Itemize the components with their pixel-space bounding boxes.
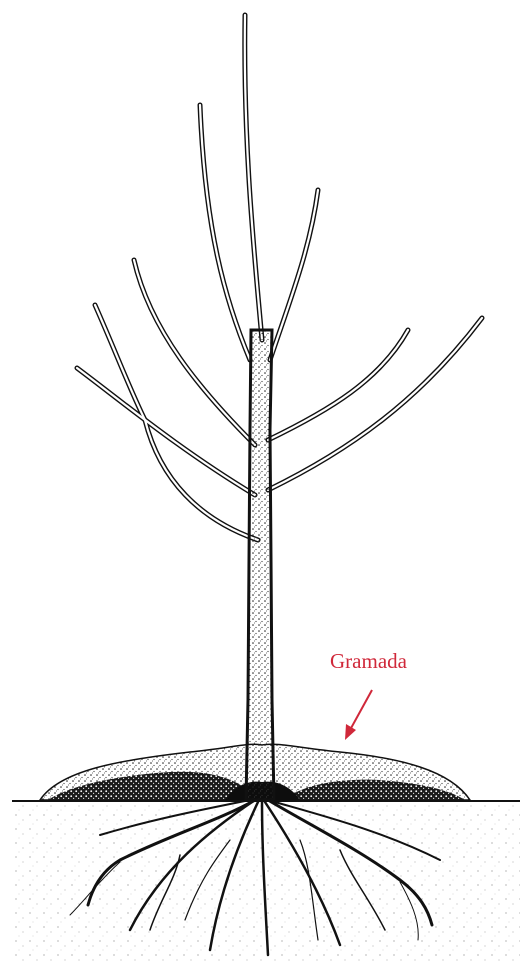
branches-inner [77,15,482,540]
trunk [246,330,274,800]
gramada-label: Gramada [330,649,408,673]
gramada-annotation: Gramada [330,649,408,740]
gramada-arrow-head [345,724,356,740]
gramada-arrow-line [350,690,372,730]
